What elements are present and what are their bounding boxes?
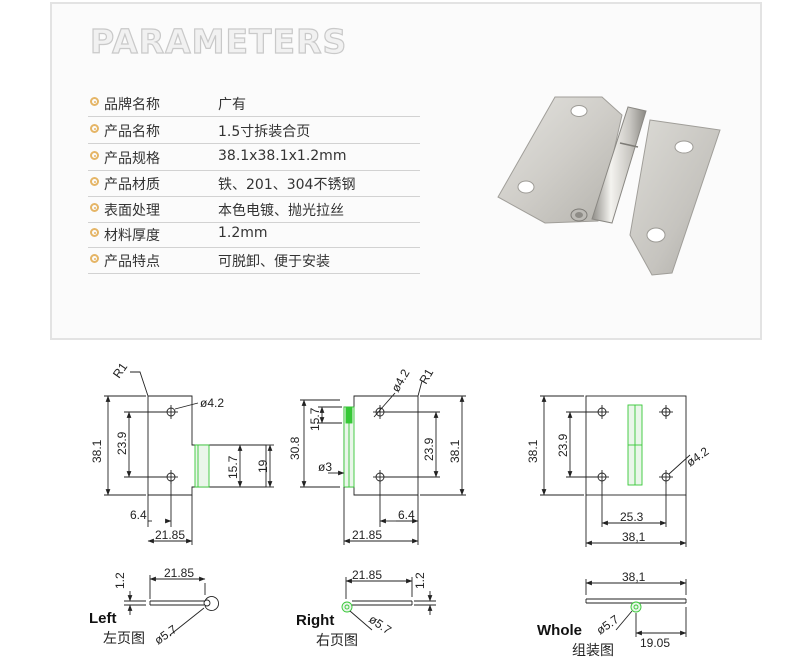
caption-right-cn: 右页图: [316, 633, 358, 649]
param-label: 产品特点: [104, 254, 160, 270]
bullet-icon: [90, 124, 99, 133]
dim-label: 21.85: [164, 566, 194, 580]
dim-label: 15.7: [308, 407, 322, 431]
dim-label: ø5.7: [366, 612, 394, 637]
dim-label: ø3: [318, 460, 332, 474]
dim-label: 23.9: [115, 431, 129, 455]
param-row: 品牌名称 广有: [88, 90, 420, 117]
param-value: 铁、201、304不锈钢: [218, 177, 356, 193]
param-label: 表面处理: [104, 203, 160, 219]
caption-left-en: Left: [89, 610, 117, 627]
dim-label: 21.85: [155, 528, 185, 542]
dim-label: ø4.2: [684, 444, 712, 469]
dim-label: 6.4: [130, 508, 147, 522]
left-leaf-drawing: [104, 371, 274, 545]
param-row: 产品特点 可脱卸、便于安装: [88, 247, 420, 274]
dim-label: ø5.7: [594, 612, 622, 637]
dim-label: 38.1: [526, 439, 540, 463]
param-value: 可脱卸、便于安装: [218, 254, 330, 270]
right-leaf-drawing: [300, 380, 466, 545]
bullet-icon: [90, 228, 99, 237]
hinge-product-image: [497, 96, 721, 276]
left-side-view: [124, 575, 219, 636]
dim-label: 38,1: [622, 530, 646, 544]
caption-right-en: Right: [296, 612, 335, 629]
dim-label: 1.2: [113, 572, 127, 589]
dim-label: 21.85: [352, 568, 382, 582]
param-label: 品牌名称: [104, 97, 160, 113]
param-row: 产品规格 38.1x38.1x1.2mm: [88, 144, 420, 171]
param-label: 产品名称: [104, 124, 160, 140]
dim-label: R1: [416, 366, 436, 387]
dim-label: 19: [256, 459, 270, 473]
param-label: 产品材质: [104, 177, 160, 193]
dim-label: 6.4: [398, 508, 415, 522]
bullet-icon: [90, 151, 99, 160]
param-value: 38.1x38.1x1.2mm: [218, 148, 347, 164]
bullet-icon: [90, 254, 99, 263]
param-label: 产品规格: [104, 151, 160, 167]
dim-label: ø4.2: [200, 396, 224, 410]
param-row: 产品名称 1.5寸拆装合页: [88, 117, 420, 144]
param-value: 广有: [218, 97, 246, 113]
dim-label: 15.7: [226, 455, 240, 479]
dim-label: 38,1: [622, 570, 646, 584]
param-label: 材料厚度: [104, 228, 160, 244]
dim-label: 21.85: [352, 528, 382, 542]
param-value: 本色电镀、抛光拉丝: [218, 203, 344, 219]
dim-label: 25.3: [620, 510, 644, 524]
param-row: 产品材质 铁、201、304不锈钢: [88, 170, 420, 197]
param-value: 1.2mm: [218, 225, 268, 241]
dim-label: 38.1: [448, 439, 462, 463]
caption-whole-cn: 组装图: [572, 643, 614, 659]
bullet-icon: [90, 177, 99, 186]
caption-whole-en: Whole: [537, 622, 582, 639]
dim-label: 1.2: [413, 572, 427, 589]
dim-label: R1: [110, 360, 130, 381]
dim-label: 23.9: [556, 433, 570, 457]
bullet-icon: [90, 97, 99, 106]
whole-side-view: [585, 579, 687, 637]
technical-drawings: R1 ø4.2 38.1 23.9 15.7 19 6.4 21.85 ø4.2…: [90, 360, 712, 650]
param-row: 表面处理 本色电镀、抛光拉丝: [88, 196, 420, 223]
param-row: 材料厚度 1.2mm: [88, 221, 420, 248]
dim-label: 23.9: [422, 437, 436, 461]
dim-label: 30.8: [288, 436, 302, 460]
right-side-view: [341, 577, 436, 631]
dim-label: 19.05: [640, 636, 670, 650]
dim-label: 38.1: [90, 439, 104, 463]
caption-left-cn: 左页图: [103, 631, 145, 647]
whole-drawing: [540, 395, 691, 547]
dim-label: ø5.7: [152, 622, 180, 647]
parameters-heading: PARAMETERS: [89, 21, 348, 61]
bullet-icon: [90, 203, 99, 212]
param-value: 1.5寸拆装合页: [218, 124, 311, 140]
dim-label: ø4.2: [388, 366, 412, 394]
